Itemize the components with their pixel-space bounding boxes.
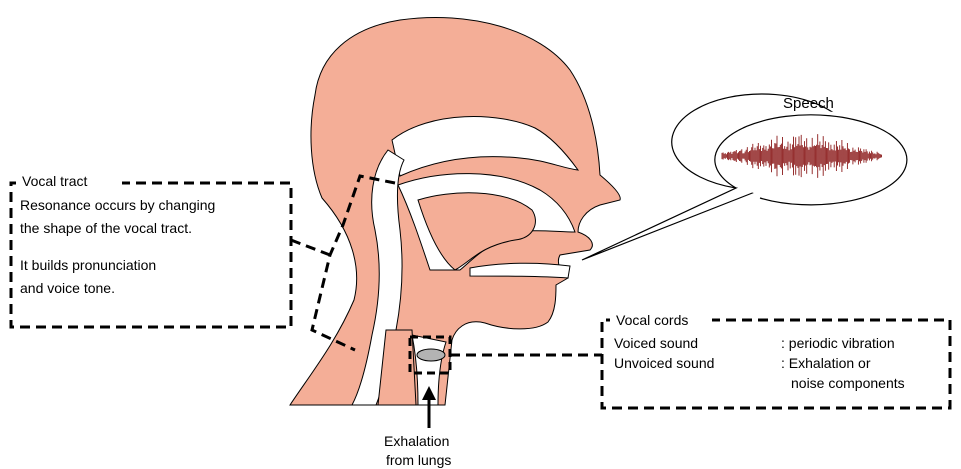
unvoiced-sound-label: Unvoiced sound	[614, 355, 714, 371]
vocal-tract-line-4: and voice tone.	[20, 280, 115, 296]
vocal-cords-shape	[417, 349, 445, 361]
exhalation-label-line-2: from lungs	[386, 452, 451, 468]
exhalation-label-line-1: Exhalation	[384, 433, 449, 449]
vocal-cords-title: Vocal cords	[616, 312, 688, 328]
unvoiced-sound-desc-2: noise components	[791, 375, 905, 391]
vocal-tract-line-3: It builds pronunciation	[20, 257, 156, 273]
voiced-sound-desc: : periodic vibration	[781, 335, 895, 351]
oral-gap	[470, 263, 570, 278]
vocal-tract-connector	[291, 240, 330, 255]
vocal-tract-line-1: Resonance occurs by changing	[20, 197, 215, 213]
speech-bubble: Speech	[582, 94, 907, 260]
vocal-tract-line-2: the shape of the vocal tract.	[20, 220, 192, 236]
unvoiced-sound-desc: : Exhalation or	[781, 355, 871, 371]
speech-title: Speech	[783, 95, 834, 112]
vocal-tract-title: Vocal tract	[22, 173, 87, 189]
head-silhouette	[290, 17, 620, 405]
voiced-sound-label: Voiced sound	[614, 335, 698, 351]
vocal-cords-callout: Vocal cords Voiced sound : periodic vibr…	[602, 311, 950, 408]
